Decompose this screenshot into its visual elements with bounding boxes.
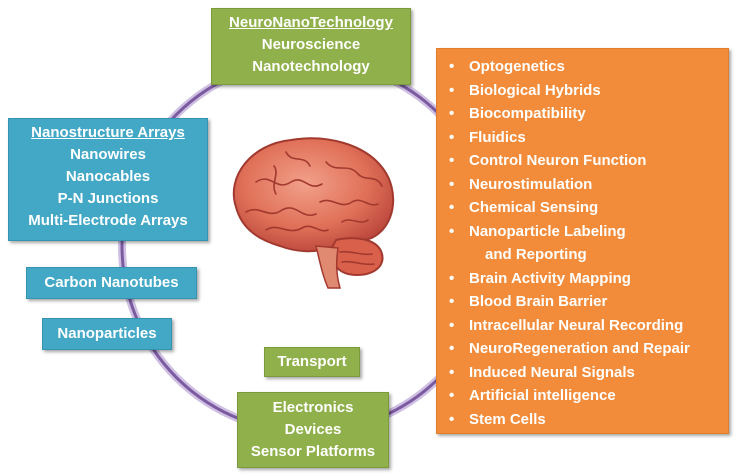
application-label: Intracellular Neural Recording xyxy=(469,316,684,334)
list-item: • Optogenetics xyxy=(447,55,728,79)
list-item: • Blood Brain Barrier xyxy=(447,290,728,314)
list-item: • Intracellular Neural Recording xyxy=(447,314,728,338)
list-item: • Nanoparticle Labeling and Reporting xyxy=(447,220,728,267)
brain-illustration xyxy=(232,137,395,289)
bullet-icon: • xyxy=(449,222,455,240)
carbon-nanotubes-label: Carbon Nanotubes xyxy=(44,274,179,291)
neuroscience-label: Neuroscience xyxy=(261,36,361,53)
bullet-icon: • xyxy=(449,387,455,404)
bullet-icon: • xyxy=(449,269,455,287)
nanostructure-arrays-title: Nanostructure Arrays xyxy=(31,124,185,141)
electronics-label: Electronics xyxy=(272,399,354,416)
bullet-icon: • xyxy=(449,81,455,99)
list-item: • Chemical Sensing xyxy=(447,196,728,220)
nanotechnology-label: Nanotechnology xyxy=(252,58,370,75)
application-label: Neurostimulation xyxy=(469,175,593,193)
application-label: Artificial intelligence xyxy=(469,387,616,404)
bullet-icon: • xyxy=(449,152,455,169)
list-item: • NeuroRegeneration and Repair xyxy=(447,337,728,361)
list-item: • Fluidics xyxy=(447,126,728,150)
application-label: Biocompatibility xyxy=(469,105,586,122)
application-label: Fluidics xyxy=(469,128,526,146)
neuronanotechnology-title: NeuroNanoTechnology xyxy=(229,14,393,31)
transport-box: Transport xyxy=(264,347,360,377)
list-item: • Biocompatibility xyxy=(447,102,728,126)
list-item: • Brain Activity Mapping xyxy=(447,267,728,291)
brain-folds xyxy=(245,151,383,266)
bullet-icon: • xyxy=(449,316,455,334)
application-label: Blood Brain Barrier xyxy=(469,293,608,310)
pn-junctions-label: P-N Junctions xyxy=(57,190,159,207)
bullet-icon: • xyxy=(449,293,455,310)
nanostructure-arrays-box: Nanostructure Arrays Nanowires Nanocable… xyxy=(8,118,208,241)
bullet-icon: • xyxy=(449,175,455,193)
application-label: Stem Cells xyxy=(469,410,546,428)
list-item: • Neurostimulation xyxy=(447,173,728,197)
nanocables-label: Nanocables xyxy=(65,168,151,185)
electronics-box: Electronics Devices Sensor Platforms xyxy=(237,392,389,468)
bullet-icon: • xyxy=(449,363,455,381)
transport-label: Transport xyxy=(277,353,347,370)
carbon-nanotubes-box: Carbon Nanotubes xyxy=(26,267,197,299)
devices-label: Devices xyxy=(284,421,342,438)
neuronanotechnology-box: NeuroNanoTechnology Neuroscience Nanotec… xyxy=(211,8,411,85)
bullet-icon: • xyxy=(449,128,455,146)
bullet-icon: • xyxy=(449,340,455,357)
bullet-icon: • xyxy=(449,199,455,216)
nanoparticles-label: Nanoparticles xyxy=(57,325,157,342)
application-label: NeuroRegeneration and Repair xyxy=(469,340,690,357)
multi-electrode-arrays-label: Multi-Electrode Arrays xyxy=(28,212,188,229)
list-item: • Artificial intelligence xyxy=(447,384,728,408)
application-label: Chemical Sensing xyxy=(469,199,599,216)
application-label: Control Neuron Function xyxy=(469,152,647,169)
list-item: • Stem Cells xyxy=(447,408,728,432)
list-item: • Biological Hybrids xyxy=(447,79,728,103)
bullet-icon: • xyxy=(449,58,455,75)
application-label: Brain Activity Mapping xyxy=(469,269,631,287)
application-label: Induced Neural Signals xyxy=(469,363,635,381)
application-label: Nanoparticle Labeling xyxy=(469,222,626,240)
applications-box: • Optogenetics • Biological Hybrids • Bioco… xyxy=(436,48,729,434)
bullet-icon: • xyxy=(449,410,455,428)
application-label-continuation: and Reporting xyxy=(485,246,587,263)
application-label: Optogenetics xyxy=(469,58,565,75)
list-item: • Control Neuron Function xyxy=(447,149,728,173)
nanoparticles-box: Nanoparticles xyxy=(42,318,172,350)
application-label: Biological Hybrids xyxy=(469,81,601,99)
bullet-icon: • xyxy=(449,105,455,122)
nanowires-label: Nanowires xyxy=(70,146,146,163)
applications-list: • Optogenetics • Biological Hybrids • Bioco… xyxy=(447,55,728,431)
list-item: • Induced Neural Signals xyxy=(447,361,728,385)
sensor-platforms-label: Sensor Platforms xyxy=(250,443,376,460)
